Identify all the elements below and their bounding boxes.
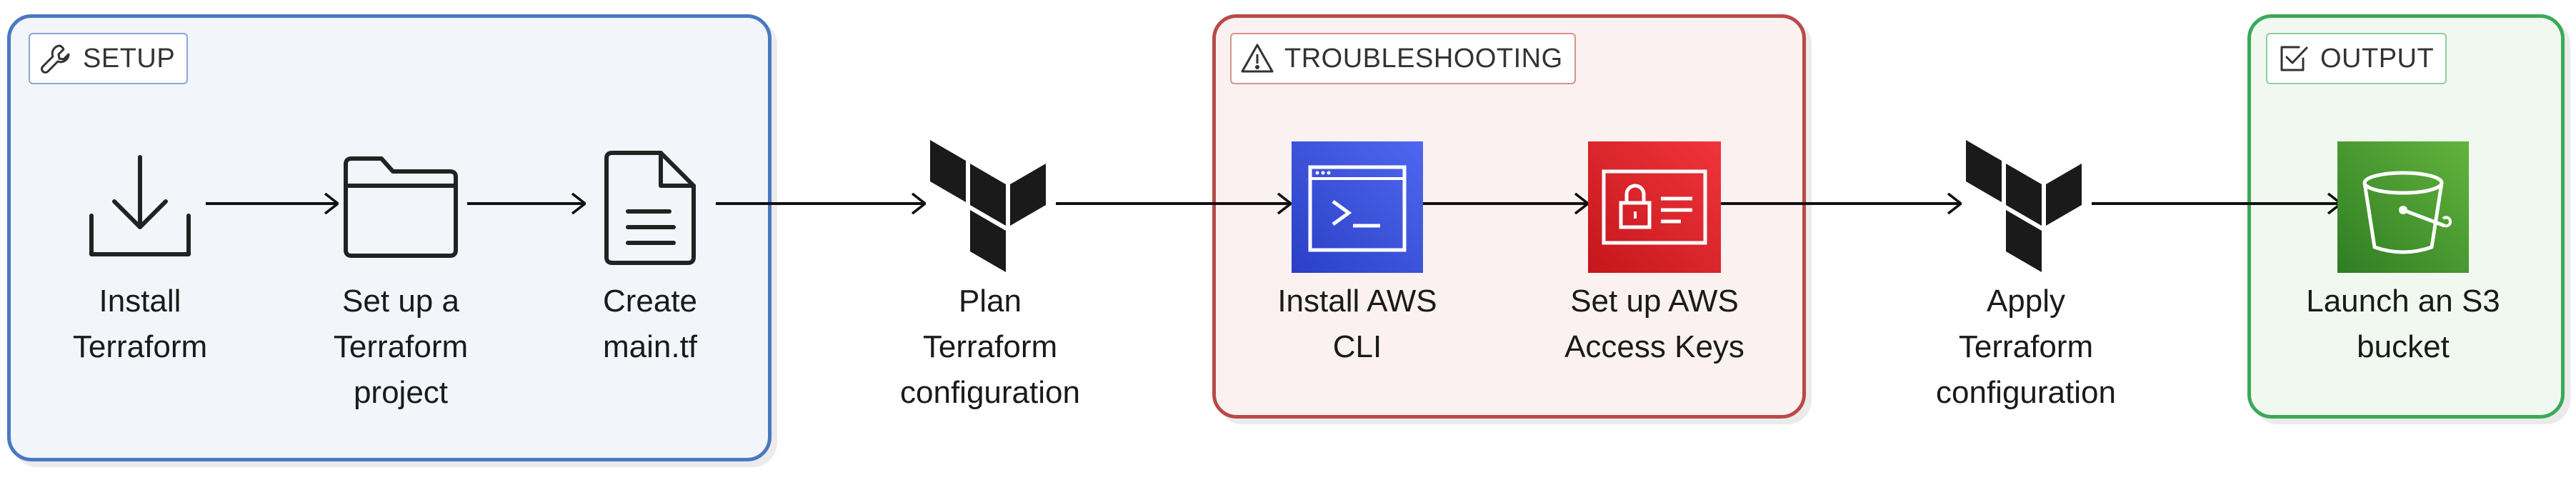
setup-tag: SETUP	[29, 33, 189, 84]
checkbox-icon	[2276, 41, 2310, 76]
setup-tag-label: SETUP	[83, 43, 176, 74]
warning-icon	[1240, 41, 1274, 76]
aws-cli-icon	[1292, 141, 1423, 273]
terraform-logo-icon	[1966, 140, 2087, 274]
troubleshooting-tag: TROUBLESHOOTING	[1230, 33, 1576, 84]
output-tag: OUTPUT	[2266, 33, 2447, 84]
download-icon	[84, 150, 196, 261]
output-tag-label: OUTPUT	[2320, 43, 2435, 74]
folder-icon	[341, 156, 460, 260]
setup-group	[7, 14, 772, 461]
terraform-logo-icon	[930, 140, 1052, 274]
file-icon	[604, 150, 697, 266]
wrench-icon	[39, 41, 73, 76]
s3-bucket-icon	[2337, 141, 2469, 273]
troubleshooting-tag-label: TROUBLESHOOTING	[1284, 43, 1563, 74]
aws-access-keys-icon	[1588, 141, 1721, 273]
